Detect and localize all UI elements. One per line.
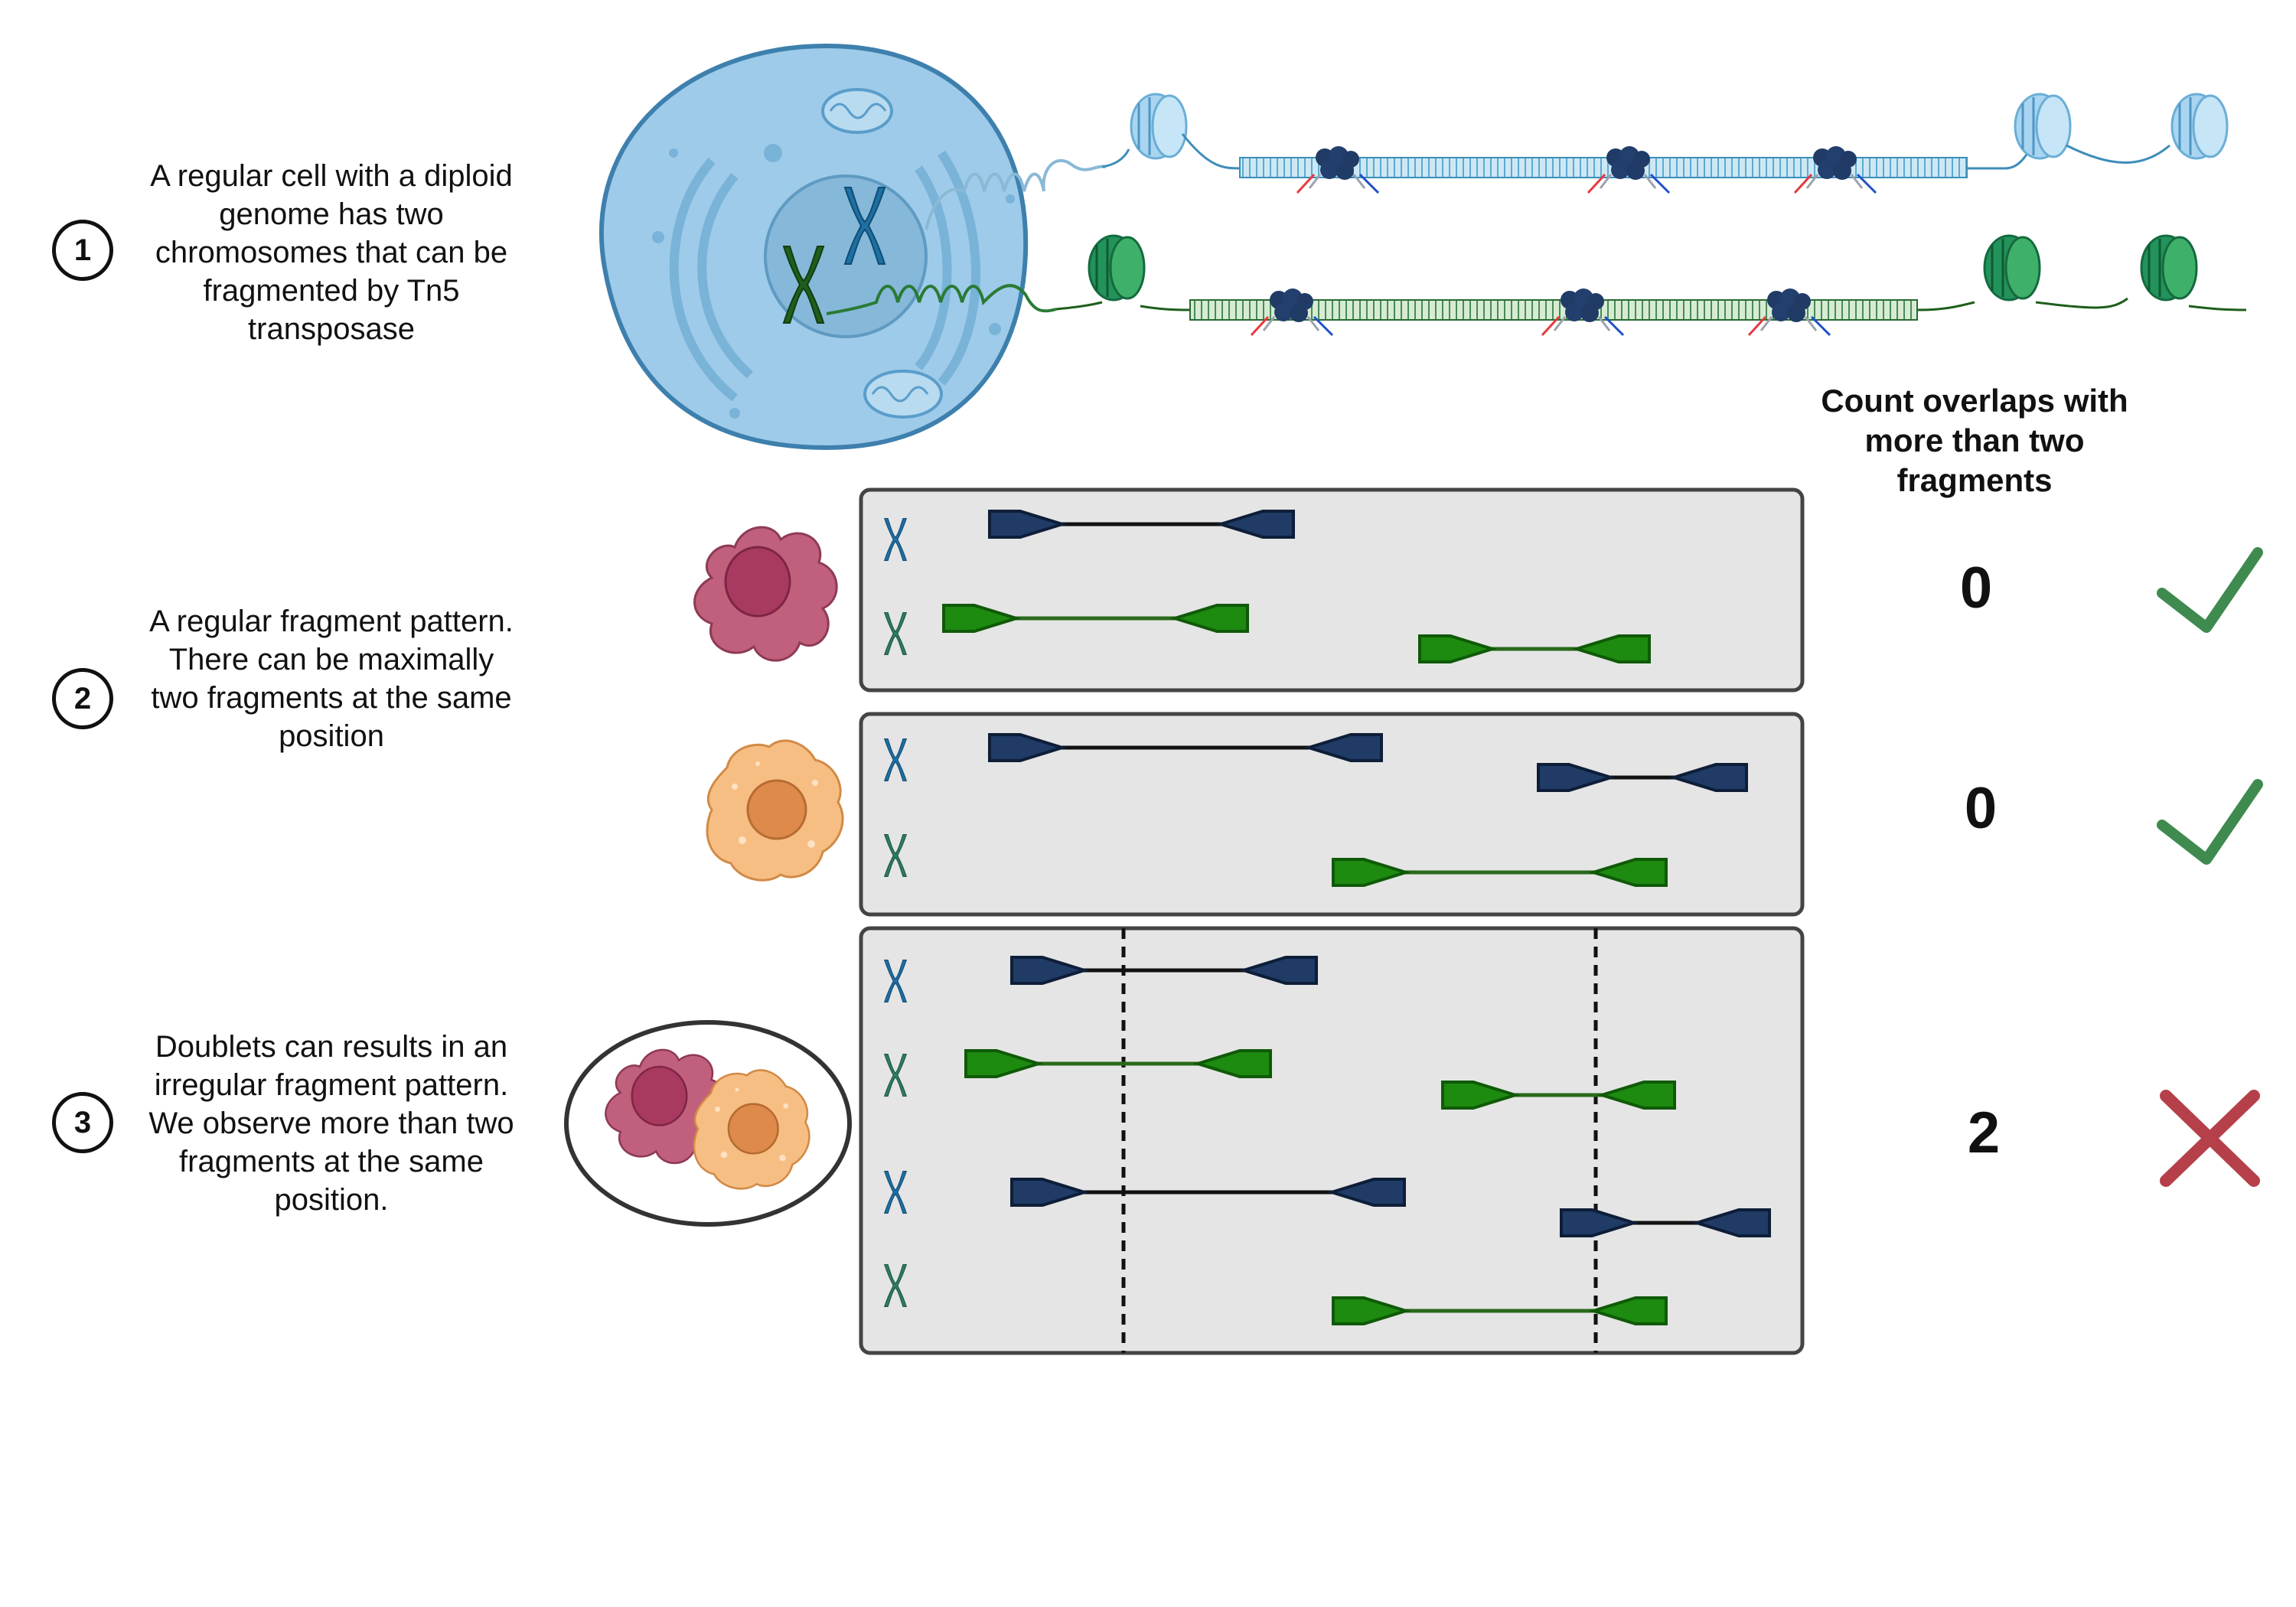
count-row-2: 0 [1964, 776, 1998, 841]
step-2-number: 2 [52, 668, 113, 729]
step-3-number: 3 [52, 1092, 113, 1153]
chromatin-strand-green [826, 234, 2247, 337]
fragment-end-left [988, 733, 1068, 762]
count-row-1: 0 [1959, 556, 1993, 621]
fragment-end-right [1668, 763, 1748, 792]
fragment-end-left [1560, 1208, 1639, 1237]
cross-icon [2160, 1090, 2260, 1187]
fragment-end-left [1441, 1081, 1521, 1110]
fragment [1441, 1081, 1676, 1110]
panel-1 [859, 487, 1805, 693]
fragment-end-right [1215, 510, 1295, 539]
step-1-number: 1 [52, 220, 113, 281]
fragment-end-left [1010, 956, 1090, 985]
fragment-end-right [1691, 1208, 1771, 1237]
count-column-header: Count overlaps with more than two fragme… [1821, 383, 2128, 498]
fragment-end-left [1418, 634, 1498, 663]
fragment [988, 510, 1295, 539]
panel-3 [859, 926, 1805, 1355]
fragment-end-right [1571, 634, 1651, 663]
fragment [1010, 1178, 1406, 1207]
fragment-end-left [964, 1049, 1044, 1078]
fragment-end-left [1332, 1296, 1411, 1325]
check-icon [2157, 779, 2263, 865]
fragment-end-left [1332, 858, 1411, 887]
fragment-end-right [1238, 956, 1318, 985]
cell-illustration [598, 43, 1029, 451]
fragment-end-right [1588, 858, 1668, 887]
fragment-end-left [1537, 763, 1616, 792]
fragment-end-right [1192, 1049, 1272, 1078]
step-3-text: Doublets can results in an irregular fra… [148, 1030, 514, 1217]
check-icon [2157, 547, 2263, 633]
fragment [1537, 763, 1748, 792]
fragments [942, 510, 1771, 1325]
fragment-end-right [1596, 1081, 1676, 1110]
fragment-end-left [988, 510, 1068, 539]
fragment-end-left [1010, 1178, 1090, 1207]
overlap-markers [1121, 928, 1598, 1353]
fragment-end-right [1326, 1178, 1406, 1207]
red-cell-icon [693, 526, 838, 662]
fragment [1332, 858, 1668, 887]
chromatin-strand-blue [925, 93, 2229, 230]
orange-cell-icon [706, 739, 844, 882]
fragment [1560, 1208, 1771, 1237]
fragment [988, 733, 1383, 762]
doublet-cell-icon [564, 1020, 852, 1227]
fragment-end-right [1303, 733, 1383, 762]
step-1-text: A regular cell with a diploid genome has… [150, 159, 513, 346]
fragment [942, 604, 1249, 633]
fragment-end-right [1588, 1296, 1668, 1325]
fragment-end-right [1169, 604, 1249, 633]
fragment [1010, 956, 1318, 985]
fragment [964, 1049, 1272, 1078]
count-row-3: 2 [1967, 1100, 2001, 1165]
fragment-end-left [942, 604, 1022, 633]
fragment [1332, 1296, 1668, 1325]
step-2-text: A regular fragment pattern. There can be… [149, 605, 514, 753]
fragment [1418, 634, 1651, 663]
